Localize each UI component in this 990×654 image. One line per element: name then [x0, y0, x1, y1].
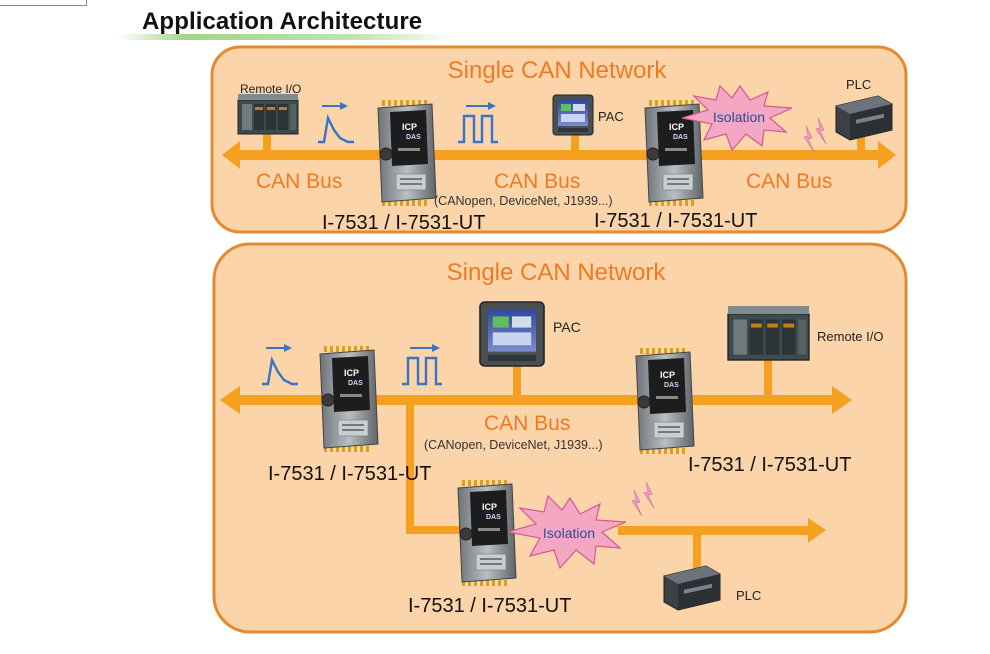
top-network-panel: Single CAN Network Remote I/O PAC Isolat…	[210, 45, 908, 234]
title-underline	[118, 34, 458, 40]
bottom-remote-io-device	[727, 305, 810, 361]
top-bus-protocols: (CANopen, DeviceNet, J1939...)	[434, 194, 613, 208]
bottom-module-left	[319, 345, 379, 453]
top-pac-device	[552, 94, 594, 136]
bottom-can-bus	[220, 360, 852, 534]
top-module-1-label: I-7531 / I-7531-UT	[322, 212, 485, 234]
bottom-panel-heading: Single CAN Network	[447, 259, 667, 286]
top-bus-label-middle: CAN Bus	[494, 170, 580, 193]
bottom-pac-label: PAC	[553, 319, 581, 335]
bottom-module-right	[635, 347, 695, 455]
top-panel-heading: Single CAN Network	[448, 57, 668, 84]
bottom-isolation-label: Isolation	[543, 525, 595, 541]
bottom-module-right-label: I-7531 / I-7531-UT	[688, 454, 851, 476]
bottom-isolated-bus	[618, 518, 826, 572]
bottom-pac-device	[479, 301, 545, 367]
top-bus-label-left: CAN Bus	[256, 170, 342, 193]
bottom-bus-label: CAN Bus	[484, 412, 570, 435]
top-remote-io-device	[237, 93, 299, 135]
bottom-module-isolated-label: I-7531 / I-7531-UT	[408, 595, 571, 617]
corner-frame	[0, 0, 87, 6]
top-isolation-label: Isolation	[713, 109, 765, 125]
bottom-isolation-burst: Isolation	[507, 494, 627, 570]
top-can-bus	[222, 130, 896, 169]
top-isolation-burst: Isolation	[681, 84, 793, 152]
bottom-network-panel: Single CAN Network PAC	[212, 242, 908, 634]
bottom-module-isolated	[457, 479, 517, 587]
top-module-2-label: I-7531 / I-7531-UT	[594, 210, 757, 232]
bottom-plc-label: PLC	[736, 588, 761, 603]
page-title: Application Architecture	[142, 8, 423, 35]
top-remote-io-label: Remote I/O	[240, 82, 301, 96]
top-bus-label-right: CAN Bus	[746, 170, 832, 193]
top-plc-label: PLC	[846, 77, 871, 92]
top-module-1	[377, 99, 437, 207]
bottom-bus-protocols: (CANopen, DeviceNet, J1939...)	[424, 438, 603, 452]
bottom-remote-io-label: Remote I/O	[817, 329, 883, 344]
bottom-module-left-label: I-7531 / I-7531-UT	[268, 463, 431, 485]
top-pac-label: PAC	[598, 109, 624, 124]
